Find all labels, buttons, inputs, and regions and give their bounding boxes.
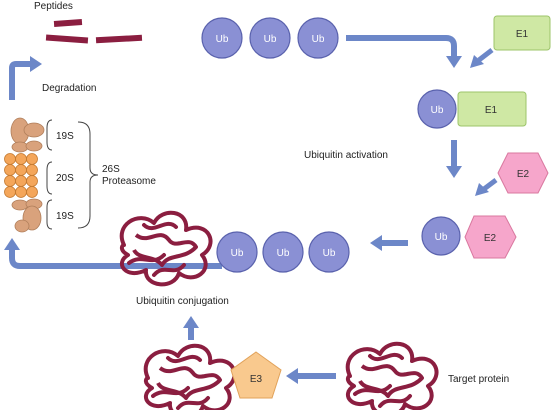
ub-e2-complex-ub: [421, 216, 461, 256]
proteasome: [4, 117, 45, 233]
bracket-20s: [46, 161, 53, 195]
enzyme-e1-label: E1: [516, 29, 529, 40]
ligation-arrowhead: [183, 316, 199, 328]
degradation-arrowhead: [30, 56, 42, 72]
proteasome-label-name: Proteasome: [102, 176, 156, 187]
activation-arrowhead-1: [446, 56, 462, 68]
target-protein: [345, 341, 439, 415]
ubiquitin: [249, 17, 291, 59]
ub-e2-complex-e2-label: E2: [484, 233, 497, 244]
ub-e2-complex-e2: [464, 215, 517, 259]
bracket-19s-bottom: [46, 199, 53, 230]
enzyme-e2-label: E2: [517, 169, 530, 180]
ubiquitin-label: Ub: [216, 34, 229, 45]
degradation-arrow: [9, 61, 30, 100]
ub-e1-complex-e1: [457, 91, 527, 127]
peptide-fragment: [53, 19, 83, 27]
conjugated-ubiquitin: [262, 231, 304, 273]
ub-e1-complex-ub: [417, 89, 457, 129]
ubiquitin-activation-label: Ubiquitin activation: [304, 150, 388, 161]
to-proteasome-arrow: [9, 250, 222, 269]
conjugated-ubiquitin: [308, 231, 350, 273]
conjugated-ubiquitin-label: Ub: [277, 248, 290, 259]
peptide-fragments: [45, 19, 143, 44]
ub-e1-complex-e1-label: E1: [485, 105, 498, 116]
conjugated-ubiquitin-label: Ub: [323, 248, 336, 259]
e3-protein-complex: [143, 343, 237, 415]
conjugated-ubiquitin-label: Ub: [231, 248, 244, 259]
e1-arrow: [477, 48, 494, 62]
target-protein-label: Target protein: [448, 374, 509, 385]
ubiquitin-conjugation-label: Ubiquitin conjugation: [136, 296, 229, 307]
proteasome-label-26s: 26S: [102, 164, 120, 175]
peptide-fragment: [45, 34, 89, 44]
bracket-26s: [77, 121, 99, 229]
ubiquitin-label: Ub: [264, 34, 277, 45]
bracket-19s-top: [46, 119, 53, 151]
peptides-label: Peptides: [34, 1, 73, 12]
peptide-fragment: [95, 34, 143, 44]
label-20s: 20S: [56, 173, 74, 184]
ub-e2-complex-ub-label: Ub: [435, 232, 448, 243]
enzyme-e3: [230, 351, 282, 399]
enzyme-e1: [493, 15, 551, 51]
ubiquitin: [297, 17, 339, 59]
recognition-arrowhead: [286, 368, 298, 384]
conjugated-ubiquitin: [216, 231, 258, 273]
ubiquitin: [201, 17, 243, 59]
degradation-label: Degradation: [42, 83, 96, 94]
e1-arrowhead: [470, 55, 484, 68]
ub-e1-complex-ub-label: Ub: [431, 105, 444, 116]
polyubiquitinated-protein: [119, 210, 213, 287]
enzyme-e3-label: E3: [250, 374, 263, 385]
free-ubiquitin-row: Ub Ub Ub: [201, 17, 339, 59]
ubiquitin-label: Ub: [312, 34, 325, 45]
activation-arrow-1: [346, 35, 457, 56]
activation-arrowhead-2: [446, 166, 462, 178]
e2-arrowhead: [475, 183, 489, 196]
label-19s-bottom: 19S: [56, 211, 74, 222]
enzyme-e2: [497, 152, 549, 194]
e2-arrow: [482, 178, 498, 191]
conjugation-arrowhead: [370, 235, 382, 251]
to-proteasome-arrowhead: [4, 238, 20, 250]
label-19s-top: 19S: [56, 131, 74, 142]
